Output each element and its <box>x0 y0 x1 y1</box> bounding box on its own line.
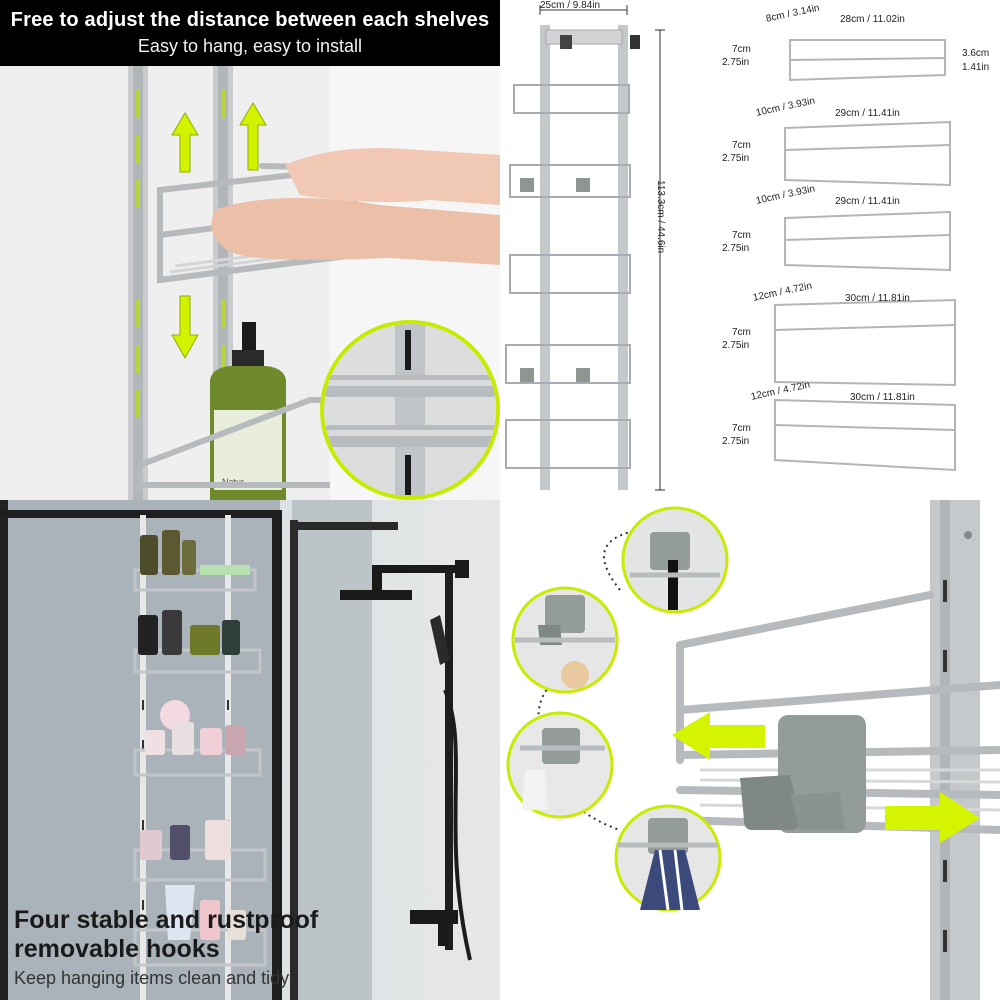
dimensions-svg: 25cm / 9.84in 113.3cm / 44.6in <box>505 0 956 491</box>
hooks-illustration <box>506 500 1000 1000</box>
shelf-2-height-in-label: 2.75in <box>722 153 750 164</box>
adjust-shelf-illustration: Natur <box>0 66 500 500</box>
hooks-subline: Keep hanging items clean and tidy <box>14 968 290 988</box>
hook-detail-razor <box>621 506 729 614</box>
hooks-caption: Four stable and rustproof removable hook… <box>14 906 318 989</box>
shelf-3-length-label: 29cm / 11.41in <box>835 196 900 207</box>
shelf-1-height-in-label: 2.75in <box>722 57 750 68</box>
hooks-photo <box>500 500 1000 1000</box>
shelf-5-height-cm-label: 7cm <box>732 423 751 434</box>
shelf-1-extra-cm-label: 3.6cm <box>962 48 990 59</box>
shelf-2-length-label: 29cm / 11.41in <box>835 108 900 119</box>
shelf-2-height-cm-label: 7cm <box>732 140 751 151</box>
banner-headline: Free to adjust the distance between each… <box>10 9 490 31</box>
overall-width-label: 25cm / 9.84in <box>540 0 600 11</box>
shelf-drawings <box>774 39 956 472</box>
hooks-headline-line1: Four stable and rustproof <box>14 906 319 934</box>
installed-rack-illustration <box>0 500 472 1000</box>
shelf-3-height-in-label: 2.75in <box>722 243 750 254</box>
shelf-1-height-cm-label: 7cm <box>732 44 751 55</box>
overall-height-label: 113.3cm / 44.6in <box>655 180 666 253</box>
hook-detail-loofah <box>511 586 619 694</box>
shelf-1-extra-in-label: 1.41in <box>962 62 990 73</box>
adjust-shelf-photo: Natur Free to adjust the distance bet <box>0 0 500 500</box>
hook-detail-cloth <box>506 711 614 819</box>
installed-rack-photo <box>0 500 500 1000</box>
dimensions-diagram: 25cm / 9.84in 113.3cm / 44.6in <box>500 0 1000 500</box>
headline-banner: Free to adjust the distance between each… <box>0 0 500 66</box>
shelf-1-length-label: 28cm / 11.02in <box>840 14 905 25</box>
hook-detail-towel <box>614 804 722 912</box>
shelf-3-height-cm-label: 7cm <box>732 230 751 241</box>
shelf-5-length-label: 30cm / 11.81in <box>850 392 915 403</box>
shelf-4-length-label: 30cm / 11.81in <box>845 293 910 304</box>
shelf-4-height-in-label: 2.75in <box>722 340 750 351</box>
shelf-5-height-in-label: 2.75in <box>722 436 750 447</box>
banner-subline: Easy to hang, easy to install <box>137 36 363 56</box>
hooks-headline-line2: removable hooks <box>14 935 220 963</box>
rack-drawing <box>505 25 640 490</box>
shelf-4-height-cm-label: 7cm <box>732 327 751 338</box>
